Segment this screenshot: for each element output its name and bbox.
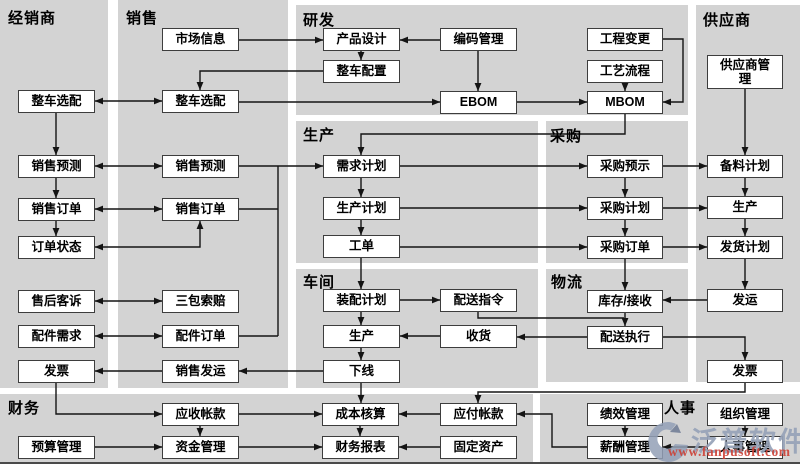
node-product-design: 产品设计 (323, 28, 400, 51)
node-work-order: 工单 (323, 235, 400, 258)
node-parts-demand: 配件需求 (18, 325, 95, 348)
node-purchase-order: 采购订单 (587, 236, 663, 259)
node-material-plan: 备料计划 (707, 155, 783, 178)
node-ebom: EBOM (440, 91, 517, 114)
node-parts-order: 配件订单 (162, 325, 239, 348)
node-shipment: 发运 (707, 289, 783, 312)
node-assembly-plan: 装配计划 (323, 289, 400, 312)
lane-title-purchasing: 采购 (550, 128, 583, 145)
node-sales-shipping: 销售发运 (162, 360, 239, 383)
node-process-flow: 工艺流程 (587, 60, 663, 83)
lane-title-finance: 财务 (8, 400, 41, 417)
node-personnel-mgmt: 人事管理 (707, 436, 783, 459)
node-offline: 下线 (323, 360, 400, 383)
panel-logistics (546, 269, 688, 382)
lane-title-production: 生产 (303, 127, 336, 144)
node-dealer-sales-order: 销售订单 (18, 198, 95, 221)
node-supplier-mgmt: 供应商管理 (707, 55, 783, 89)
node-order-status: 订单状态 (18, 236, 95, 259)
node-accounts-payable: 应付帐款 (440, 403, 517, 426)
node-sales-order: 销售订单 (162, 198, 239, 221)
node-accounts-receivable: 应收帐款 (162, 403, 239, 426)
node-performance-mgmt: 绩效管理 (587, 403, 663, 426)
node-supplier-invoice: 发票 (707, 360, 783, 383)
node-goods-receipt: 收货 (440, 325, 517, 348)
node-financial-report: 财务报表 (322, 436, 399, 459)
node-purchase-forecast: 采购预示 (587, 155, 663, 178)
node-supplier-production: 生产 (707, 196, 783, 219)
node-inventory-receiving: 库存/接收 (587, 290, 663, 313)
node-production-plan: 生产计划 (323, 197, 400, 220)
lane-title-sales: 销售 (126, 10, 159, 27)
node-delivery-instruction: 配送指令 (440, 289, 517, 312)
node-sales-forecast: 销售预测 (162, 155, 239, 178)
node-code-mgmt: 编码管理 (440, 28, 517, 51)
node-after-sales-complaint: 售后客诉 (18, 290, 95, 313)
node-compensation-mgmt: 薪酬管理 (587, 436, 663, 459)
node-market-info: 市场信息 (162, 28, 239, 51)
lane-title-supplier: 供应商 (703, 12, 752, 29)
node-engineering-change: 工程变更 (587, 28, 663, 51)
node-workshop-production: 生产 (323, 325, 400, 348)
lane-title-workshop: 车间 (303, 274, 336, 291)
node-org-mgmt: 组织管理 (707, 403, 783, 426)
node-budget-mgmt: 预算管理 (18, 436, 95, 459)
lane-title-logistics: 物流 (551, 274, 584, 291)
lane-title-rnd: 研发 (303, 12, 336, 29)
node-shipment-plan: 发货计划 (707, 236, 783, 259)
node-fixed-assets: 固定资产 (440, 436, 517, 459)
node-mbom: MBOM (587, 91, 663, 114)
node-dealer-invoice: 发票 (18, 360, 95, 383)
node-dealer-vehicle-option: 整车选配 (18, 90, 95, 113)
node-cost-accounting: 成本核算 (322, 403, 399, 426)
node-purchase-plan: 采购计划 (587, 197, 663, 220)
bottom-border (0, 462, 800, 464)
lane-title-hr: 人事 (664, 400, 697, 417)
node-warranty-claim: 三包索赔 (162, 290, 239, 313)
node-sales-vehicle-option: 整车选配 (162, 90, 239, 113)
node-demand-plan: 需求计划 (323, 155, 400, 178)
node-vehicle-config: 整车配置 (323, 60, 400, 83)
node-delivery-execution: 配送执行 (587, 326, 663, 349)
panel-sales (118, 0, 288, 388)
node-fund-mgmt: 资金管理 (162, 436, 239, 459)
node-dealer-sales-forecast: 销售预测 (18, 155, 95, 178)
lane-title-dealer: 经销商 (8, 10, 57, 27)
